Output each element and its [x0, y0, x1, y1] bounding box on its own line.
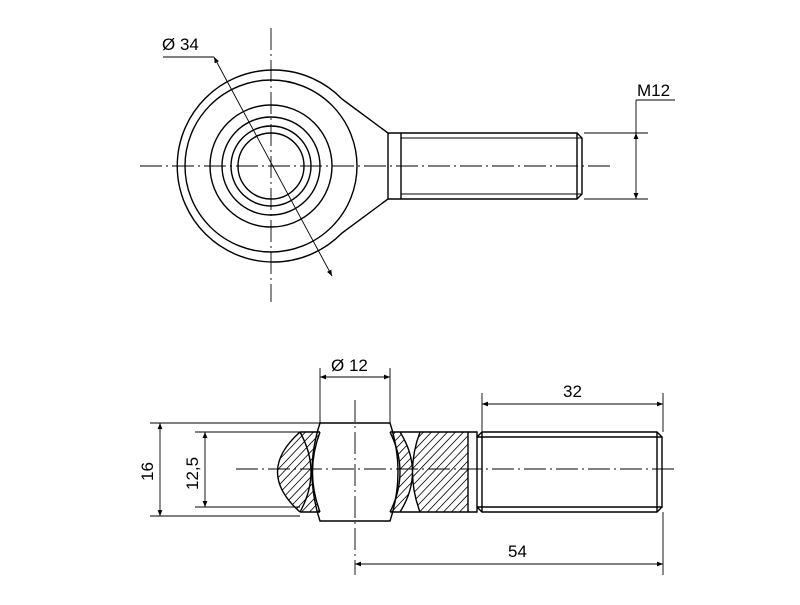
hatch-line	[277, 432, 311, 512]
hatch-line	[412, 432, 468, 512]
dim-height-outer: 16	[138, 422, 320, 517]
side-view: Ø 12 32 16 12,5 54	[138, 356, 678, 575]
hatch-line	[390, 432, 413, 512]
hatch-line	[425, 432, 468, 512]
hatch-line	[277, 432, 311, 512]
hatch-line	[412, 432, 450, 512]
side-shank-outline	[467, 431, 663, 513]
hatch-line	[412, 432, 468, 512]
dim-total-length: 54	[355, 512, 664, 575]
hatch-line	[300, 432, 320, 512]
hatch-line	[412, 432, 468, 512]
hatch-line	[417, 432, 468, 512]
hatch-line	[412, 432, 442, 512]
hatch-line	[390, 432, 406, 512]
hatch-line	[390, 432, 413, 512]
dim-thread-length-label: 32	[563, 382, 582, 401]
hatch-line	[277, 432, 311, 512]
hatch-line	[390, 432, 413, 512]
hatch-line	[441, 432, 468, 512]
hatch-line	[390, 432, 413, 512]
hatch-line	[300, 432, 320, 512]
hatch-line	[314, 422, 409, 522]
hatch-line	[277, 432, 311, 512]
hatch-line	[307, 432, 320, 512]
dim-ball-diameter-label: Ø 34	[162, 35, 199, 54]
hatch-line	[390, 432, 413, 512]
dim-thread-size: M12	[584, 81, 675, 200]
housing-left-outline	[276, 431, 321, 513]
hatch-line	[340, 422, 435, 522]
hatch-line	[283, 432, 311, 512]
hatch-line	[290, 422, 385, 522]
hatch-line	[324, 422, 419, 522]
dim-height-inner: 12,5	[183, 431, 300, 508]
top-view: Ø 34 M12	[140, 28, 675, 302]
dim-thread-length: 32	[481, 382, 664, 432]
housing-right-outline	[389, 431, 468, 513]
hatch-line	[412, 432, 426, 512]
hatch-line	[324, 422, 419, 522]
dim-bore-label: Ø 12	[331, 356, 368, 375]
hatch-line	[390, 432, 413, 512]
hatch-line	[449, 432, 468, 512]
dim-thread-size-label: M12	[637, 81, 670, 100]
hatch-line	[433, 432, 468, 512]
hatch-line	[340, 422, 435, 522]
dim-ball-diameter: Ø 34	[162, 35, 333, 277]
hatch-line	[412, 432, 458, 512]
dim-total-length-label: 54	[508, 542, 527, 561]
hatch-line	[300, 432, 320, 512]
hatch-line	[390, 432, 413, 512]
dim-height-inner-label: 12,5	[183, 457, 202, 490]
inner-ball-ring	[311, 422, 399, 522]
hatch-line	[390, 432, 413, 512]
hatch-line	[306, 422, 401, 522]
hatch-line	[307, 432, 311, 512]
hatch-line	[412, 432, 468, 512]
dim-bore: Ø 12	[319, 356, 391, 423]
hatch-line	[277, 432, 311, 512]
hatch-line	[390, 432, 413, 512]
hatch-line	[412, 432, 466, 512]
dim-height-outer-label: 16	[138, 462, 157, 481]
